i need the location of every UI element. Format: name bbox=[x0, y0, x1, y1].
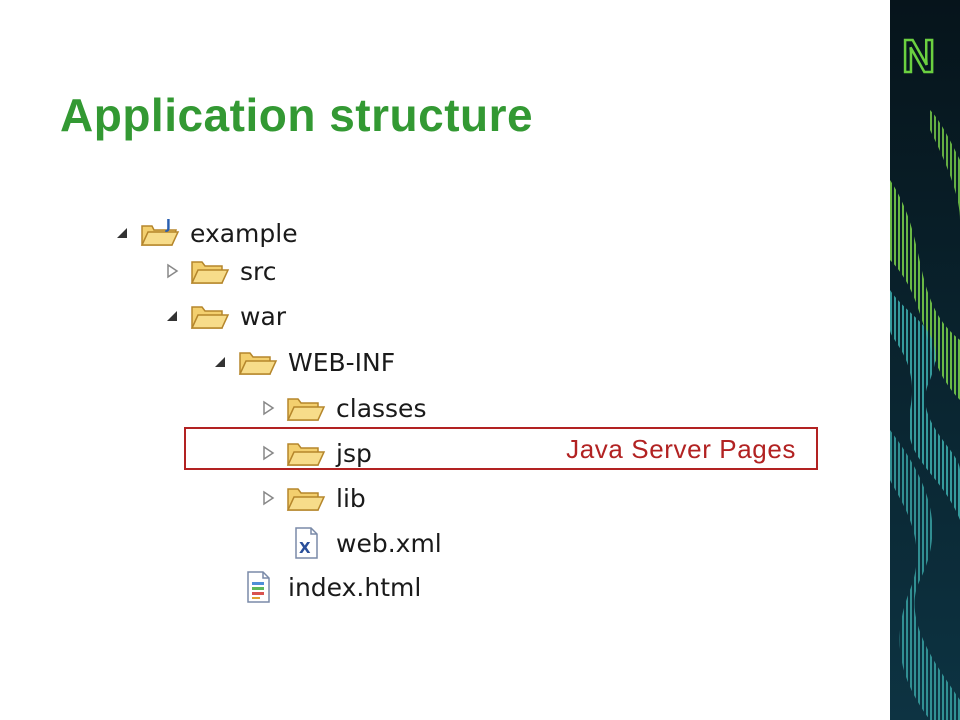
tree-node-label: src bbox=[240, 256, 277, 286]
html-file-icon bbox=[238, 571, 278, 603]
tree-node-src[interactable]: src bbox=[162, 251, 277, 291]
tree-node-example[interactable]: J example bbox=[112, 213, 298, 253]
collapsed-arrow-icon[interactable] bbox=[258, 443, 278, 463]
tree-node-classes[interactable]: classes bbox=[258, 388, 426, 428]
tree-node-label: jsp bbox=[336, 438, 372, 468]
tree-node-web-inf[interactable]: WEB-INF bbox=[210, 342, 395, 382]
tree-node-lib[interactable]: lib bbox=[258, 478, 366, 518]
tree-node-label: web.xml bbox=[336, 528, 442, 558]
folder-icon bbox=[286, 483, 326, 513]
tree-node-label: lib bbox=[336, 483, 366, 513]
svg-text:J: J bbox=[165, 218, 171, 233]
jsp-callout-box: Java Server Pages bbox=[184, 427, 818, 470]
tree-node-war[interactable]: war bbox=[162, 296, 286, 336]
logo-letter: N bbox=[902, 30, 935, 82]
folder-icon bbox=[190, 301, 230, 331]
xml-file-icon: X bbox=[286, 527, 326, 559]
collapsed-arrow-icon[interactable] bbox=[258, 398, 278, 418]
tree-node-label: war bbox=[240, 301, 287, 331]
folder-icon bbox=[286, 438, 326, 468]
svg-text:X: X bbox=[299, 539, 311, 557]
java-project-folder-icon: J bbox=[140, 218, 180, 248]
callout-text: Java Server Pages bbox=[566, 434, 796, 464]
expanded-arrow-icon[interactable] bbox=[210, 352, 230, 372]
tree-node-label: classes bbox=[336, 393, 427, 423]
expanded-arrow-icon[interactable] bbox=[112, 223, 132, 243]
folder-icon bbox=[190, 256, 230, 286]
tree-node-index-html[interactable]: index.html bbox=[230, 567, 421, 607]
swirl-graphic: N bbox=[890, 0, 960, 720]
tree-node-label: index.html bbox=[288, 572, 422, 602]
project-tree: J example src war bbox=[112, 213, 442, 607]
collapsed-arrow-icon[interactable] bbox=[258, 488, 278, 508]
decorative-side-panel: N bbox=[890, 0, 960, 720]
tree-node-jsp[interactable]: jsp bbox=[258, 433, 372, 473]
slide-title: Application structure bbox=[60, 89, 534, 141]
tree-node-label: WEB-INF bbox=[288, 347, 396, 377]
collapsed-arrow-icon[interactable] bbox=[162, 261, 182, 281]
tree-node-label: example bbox=[190, 218, 298, 248]
tree-node-web-xml[interactable]: X web.xml bbox=[278, 523, 442, 563]
folder-icon bbox=[286, 393, 326, 423]
expanded-arrow-icon[interactable] bbox=[162, 306, 182, 326]
folder-icon bbox=[238, 347, 278, 377]
